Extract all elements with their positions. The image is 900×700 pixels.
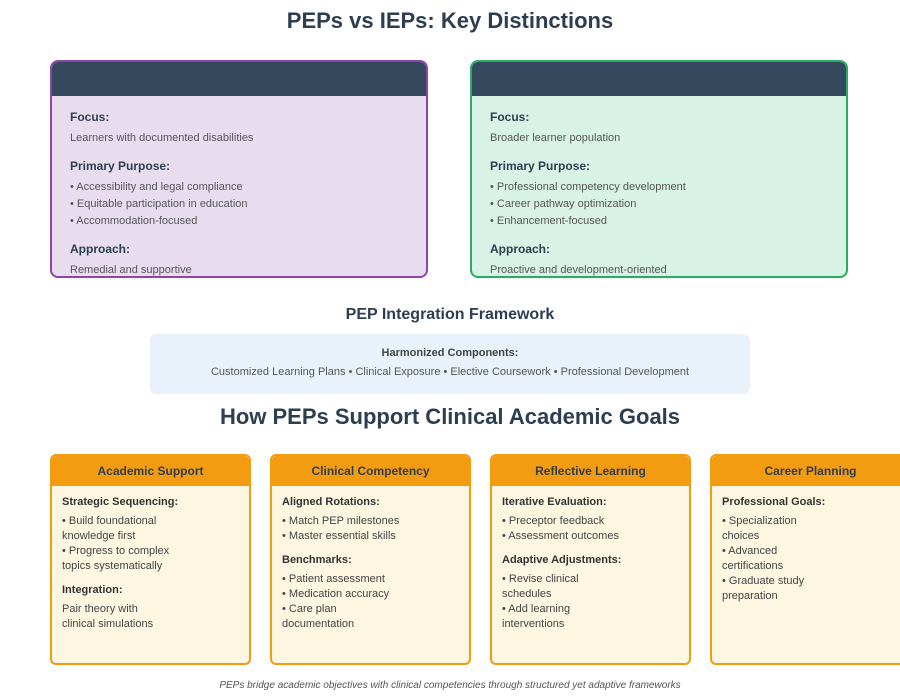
card-line: preparation [722, 590, 778, 602]
card-line: • Advanced [722, 545, 778, 557]
framework-title: PEP Integration Framework [345, 306, 555, 323]
card-section-label: Professional Goals: [722, 496, 826, 508]
card-line: Pair theory with [62, 603, 138, 615]
card-title: Academic Support [52, 456, 249, 486]
card-line: certifications [722, 560, 784, 572]
card-line: choices [722, 530, 760, 542]
card-reflective-learning: Reflective Learning Iterative Evaluation… [490, 454, 691, 665]
card-line: • Medication accuracy [282, 588, 390, 600]
iep-box: Focus: Learners with documented disabili… [50, 60, 428, 278]
iep-box-header [52, 62, 426, 96]
card-career-planning: Career Planning Professional Goals: • Sp… [710, 454, 900, 665]
card-academic-support: Academic Support Strategic Sequencing: •… [50, 454, 251, 665]
card-line: • Build foundational [62, 515, 157, 527]
card-section-label: Adaptive Adjustments: [502, 554, 622, 566]
card-line: schedules [502, 588, 552, 600]
card-line: topics systematically [62, 560, 163, 572]
iep-purpose-item: • Equitable participation in education [70, 198, 248, 210]
iep-approach-label: Approach: [70, 242, 130, 256]
iep-purpose-item: • Accommodation-focused [70, 215, 198, 227]
framework-box: Harmonized Components: Customized Learni… [150, 334, 750, 394]
card-title: Career Planning [712, 456, 900, 486]
card-line: interventions [502, 618, 565, 630]
card-line: • Graduate study [722, 575, 805, 587]
framework-components: Customized Learning Plans • Clinical Exp… [210, 366, 690, 378]
pep-approach-label: Approach: [490, 242, 550, 256]
card-line: • Care plan [282, 603, 337, 615]
pep-purpose-item: • Career pathway optimization [490, 198, 637, 210]
pep-box: Focus: Broader learner population Primar… [470, 60, 848, 278]
card-line: • Master essential skills [282, 530, 396, 542]
card-line: • Assessment outcomes [502, 530, 619, 542]
pep-purpose-label: Primary Purpose: [490, 159, 591, 173]
card-section-label: Iterative Evaluation: [502, 496, 607, 508]
card-line: • Patient assessment [282, 573, 385, 585]
pep-approach-text: Proactive and development-oriented [490, 264, 667, 276]
card-line: • Progress to complex [62, 545, 170, 557]
card-section-label: Strategic Sequencing: [62, 496, 179, 508]
card-section-label: Aligned Rotations: [282, 496, 380, 508]
iep-approach-text: Remedial and supportive [70, 264, 192, 276]
card-line: • Add learning [502, 603, 571, 615]
iep-focus-label: Focus: [70, 110, 110, 124]
card-title: Reflective Learning [492, 456, 689, 486]
footer-caption: PEPs bridge academic objectives with cli… [219, 680, 681, 691]
card-line: documentation [282, 618, 355, 630]
card-line: knowledge first [62, 530, 136, 542]
card-line: clinical simulations [62, 618, 154, 630]
support-title: How PEPs Support Clinical Academic Goals [219, 404, 681, 429]
card-clinical-competency: Clinical Competency Aligned Rotations: •… [270, 454, 471, 665]
card-line: • Preceptor feedback [502, 515, 605, 527]
iep-focus-text: Learners with documented disabilities [70, 132, 254, 144]
card-line: • Match PEP milestones [282, 515, 400, 527]
framework-label: Harmonized Components: [381, 347, 519, 359]
card-line: • Specialization [722, 515, 797, 527]
card-line: • Revise clinical [502, 573, 579, 585]
iep-purpose-item: • Accessibility and legal compliance [70, 181, 243, 193]
pep-focus-label: Focus: [490, 110, 530, 124]
iep-purpose-label: Primary Purpose: [70, 159, 171, 173]
pep-purpose-item: • Professional competency development [490, 181, 686, 193]
page-title: PEPs vs IEPs: Key Distinctions [286, 8, 614, 33]
card-title: Clinical Competency [272, 456, 469, 486]
card-section-label: Integration: [62, 584, 123, 596]
pep-purpose-item: • Enhancement-focused [490, 215, 607, 227]
card-section-label: Benchmarks: [282, 554, 352, 566]
pep-box-header [472, 62, 846, 96]
pep-focus-text: Broader learner population [490, 132, 621, 144]
